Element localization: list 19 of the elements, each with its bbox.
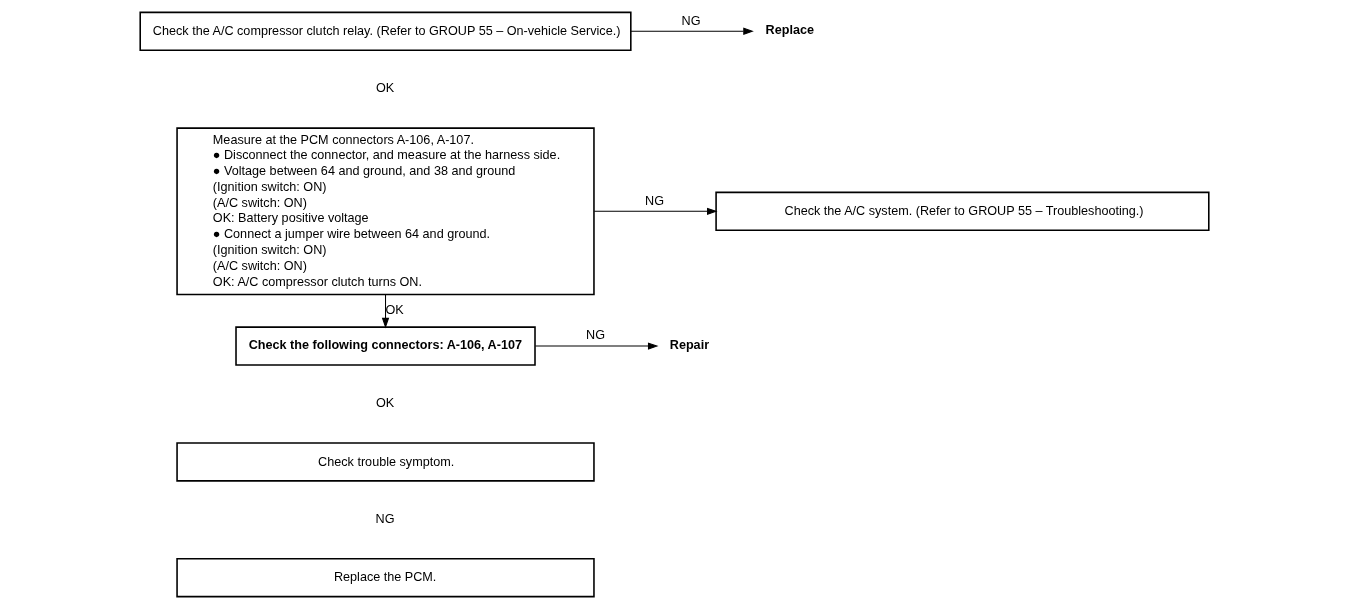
edge-label: NG: [586, 328, 605, 343]
node-box: Check the A/C system. (Refer to GROUP 55 – Troubleshooting.): [715, 191, 1210, 232]
node-box: Check the following connectors: A-106, A-107: [235, 326, 536, 366]
label: OK: [376, 81, 395, 96]
edge-label: NG: [681, 13, 701, 28]
arrow: [534, 342, 659, 350]
node-box: Check the A/C compressor clutch relay. (Refer to GROUP 55 – On-vehicle Service.): [139, 11, 632, 52]
label: NG: [375, 512, 395, 527]
node-text: Replace: [765, 23, 814, 38]
arrow: [630, 27, 754, 35]
arrow: [381, 294, 390, 329]
node-text: Repair: [669, 337, 710, 352]
node-box: Replace the PCM.: [176, 557, 595, 598]
node-box: Check trouble symptom.: [176, 442, 595, 482]
edge-label: NG: [645, 193, 664, 208]
arrow: [593, 207, 718, 216]
edge-label: OK: [385, 303, 404, 318]
label: OK: [376, 396, 395, 411]
node-box: Measure at the PCM connectors A-106, A-107. ● Disconnect the connector, and measure at the harness side. ● Voltage between 64 and ground, and 38 and ground (Ignition switch: ON) (A/C switch: ON) OK: Battery positive voltage ● Connect a jumper wire between 64 and ground. (Ignition switch: ON) (A/C switch: ON) OK: A/C compressor clutch turns ON.: [176, 127, 595, 296]
